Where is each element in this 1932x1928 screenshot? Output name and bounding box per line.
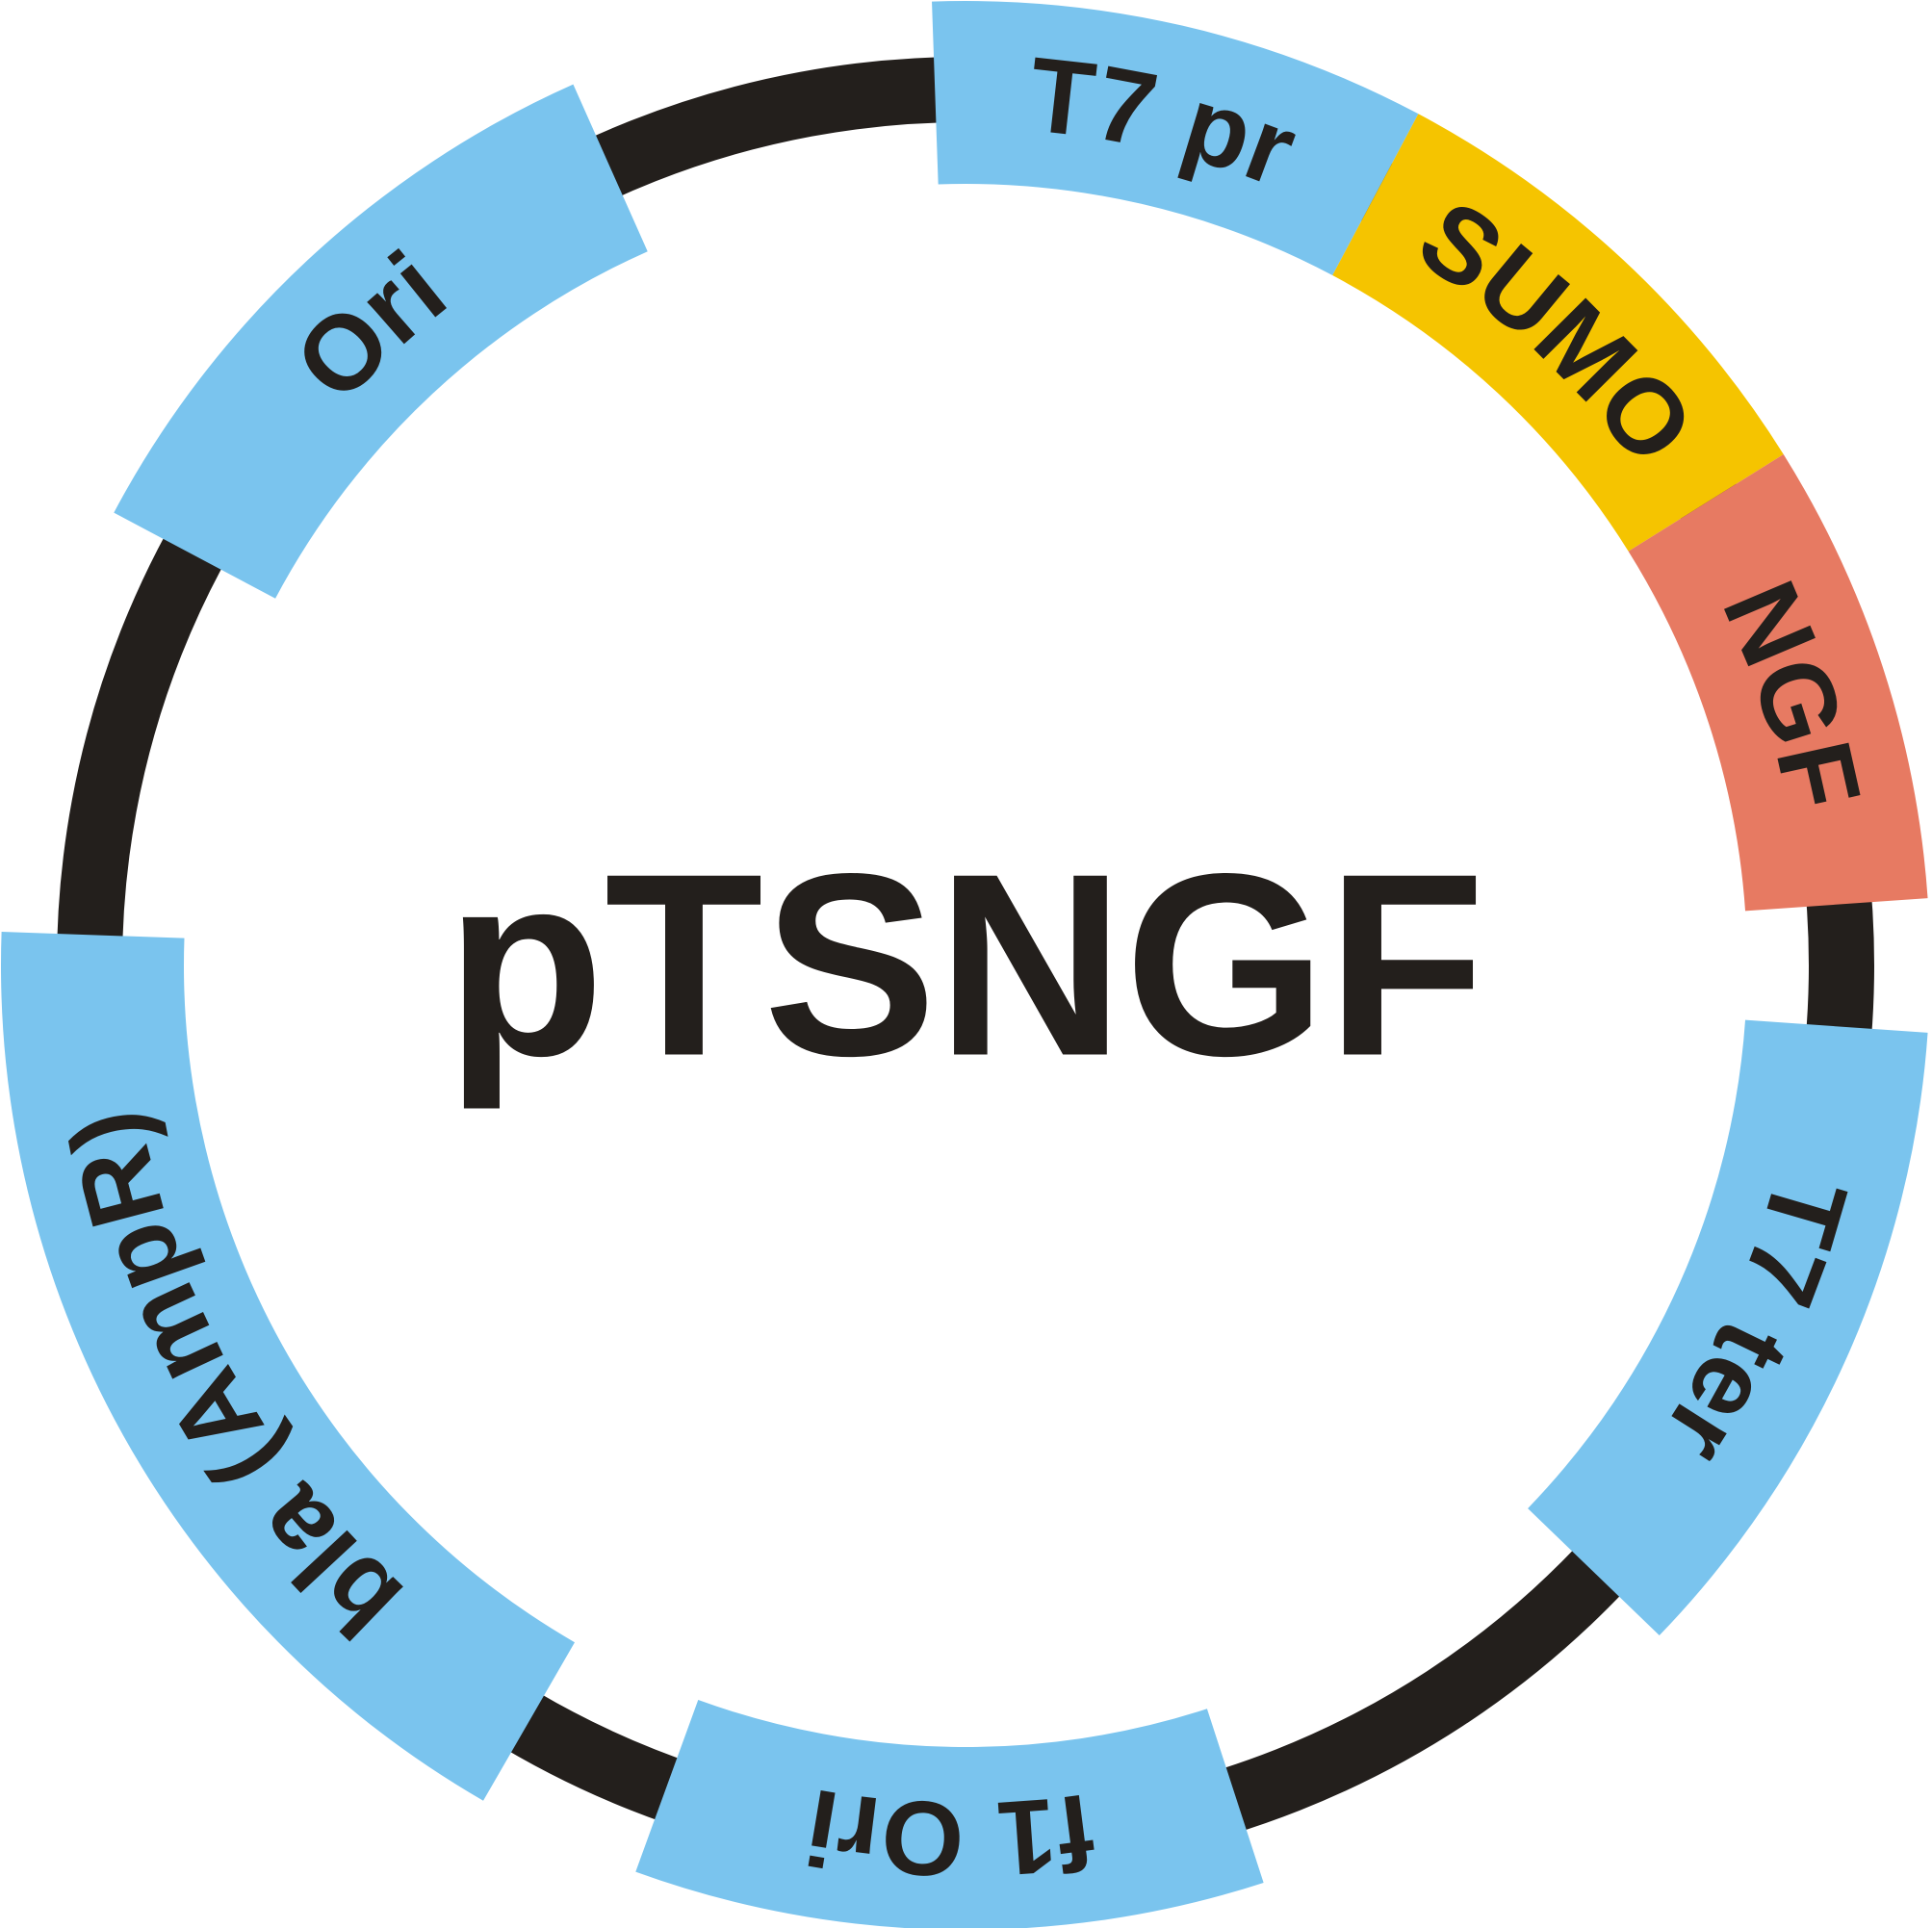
feature-label-text-f1-ori: f1 Ori	[798, 1766, 1101, 1899]
feature-segment-t7-terminator	[1528, 1019, 1928, 1636]
plasmid-name: pTSNGF	[446, 821, 1485, 1112]
feature-segment-sumo	[1332, 114, 1784, 552]
feature-segment-bla	[1, 932, 575, 1801]
feature-segment-ori	[114, 84, 648, 599]
feature-segment-f1-ori	[635, 1700, 1264, 1928]
feature-label-f1-ori: f1 Ori	[798, 1766, 1101, 1899]
feature-segment-t7-promoter	[932, 1, 1419, 276]
feature-segment-ngf	[1628, 454, 1928, 912]
